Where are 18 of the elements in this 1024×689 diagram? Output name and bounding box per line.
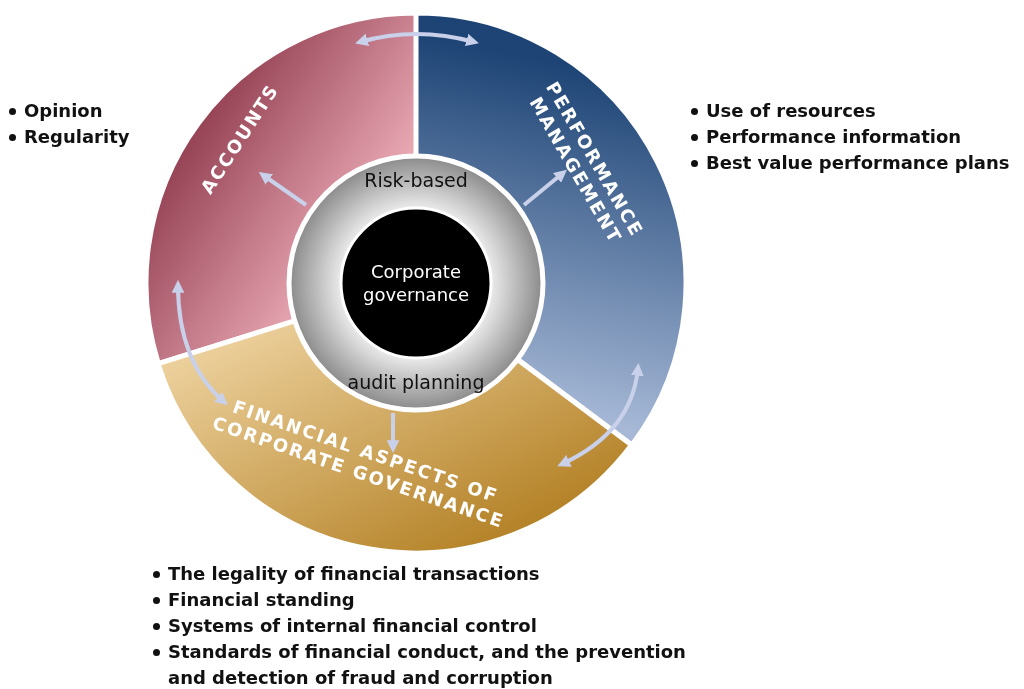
arrow	[258, 172, 308, 207]
ring-label: audit planning	[347, 371, 485, 393]
bullet-text: Performance information	[706, 126, 962, 147]
ring-label: Risk-based	[364, 169, 468, 191]
bullet-text: Financial standing	[168, 589, 355, 610]
arrow	[355, 32, 479, 47]
center-label: Corporate governance	[361, 260, 471, 306]
bullet-text: Standards of financial conduct, and the prevention and detection of fraud and corruption	[168, 641, 686, 688]
bullet-text: Regularity	[24, 126, 130, 147]
bullet-text: Opinion	[24, 100, 103, 121]
arrow	[171, 279, 228, 406]
arrow	[557, 362, 644, 467]
arrow	[522, 169, 567, 207]
bullet-text: Systems of internal financial control	[168, 615, 537, 636]
bullet-text: The legality of financial transactions	[168, 563, 540, 584]
bullet-text: Use of resources	[706, 100, 876, 121]
arrow	[386, 413, 400, 454]
bullet-text: Best value performance plans	[706, 152, 1010, 173]
